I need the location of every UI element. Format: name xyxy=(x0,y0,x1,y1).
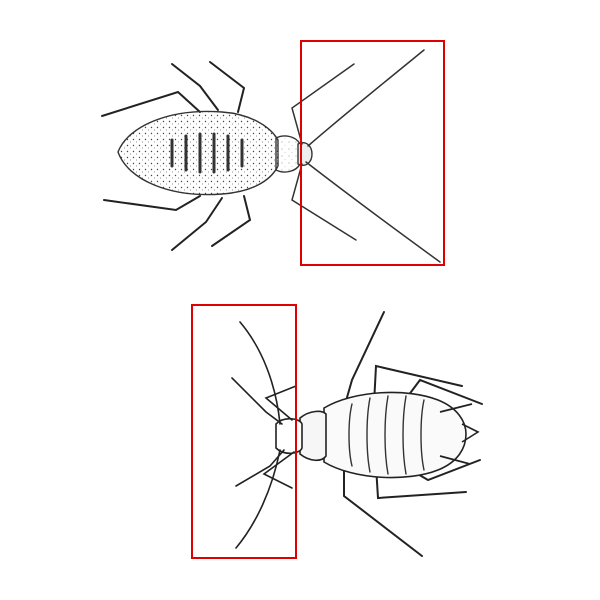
aphid-bottom xyxy=(231,311,483,557)
aphid-bottom-cauda xyxy=(461,423,480,443)
aphid-bottom-abdomen xyxy=(323,391,467,479)
highlight-box-top-antennae xyxy=(300,40,445,266)
highlight-box-bottom-antennae xyxy=(191,304,297,559)
aphid-top-legs xyxy=(101,61,252,251)
aphid-top xyxy=(101,49,441,263)
aphid-top-thorax xyxy=(275,135,301,173)
aphid-bottom-segments xyxy=(348,395,425,475)
aphid-bottom-cornicles xyxy=(439,403,473,465)
aphid-bottom-antennae xyxy=(231,321,297,549)
aphid-top-segments xyxy=(170,132,244,174)
aphid-top-antennae xyxy=(291,49,441,263)
aphid-bottom-thorax xyxy=(299,410,327,462)
aphid-top-abdomen xyxy=(117,110,279,196)
